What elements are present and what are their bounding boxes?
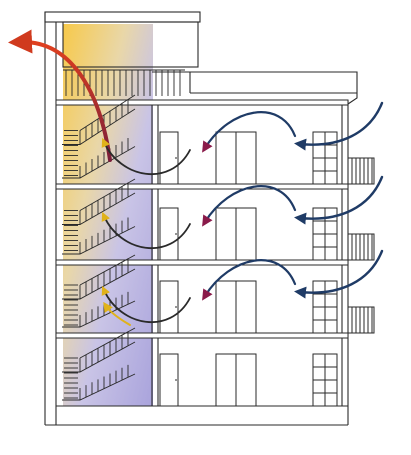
balcony-railing [347,233,375,261]
stair-handrail [79,254,136,286]
balcony-railing [347,306,375,334]
door-left [159,353,179,407]
inlet-arrow [294,249,384,299]
stair-arrow [103,301,131,326]
door-left [159,131,179,185]
stairs-group [62,94,136,401]
stair-arrow [101,211,191,249]
floor-slab [55,99,349,106]
inlet-arrow [294,175,384,225]
exhaust-arrow [8,29,112,162]
floor-slab [55,259,349,266]
balconies-group [347,157,375,334]
floor-slab [55,332,349,339]
stair-arrow [101,285,191,323]
airflow-arrows [8,29,384,326]
internal-transfer-arrow [202,259,297,301]
balcony-railing [347,157,375,185]
stair-handrail [79,327,136,359]
inlet-arrow [294,101,384,151]
door-left [159,207,179,261]
building-outline [44,11,358,426]
doors-group [159,131,338,407]
floor-slabs [55,99,349,339]
stair-handrail [79,94,136,131]
floor-slab [55,183,349,190]
internal-transfer-arrow [202,111,297,153]
roof-railing [63,69,185,96]
internal-transfer-arrow [202,185,297,227]
stair-arrow [101,137,191,175]
stair-handrail [79,178,136,211]
door-left [159,280,179,334]
